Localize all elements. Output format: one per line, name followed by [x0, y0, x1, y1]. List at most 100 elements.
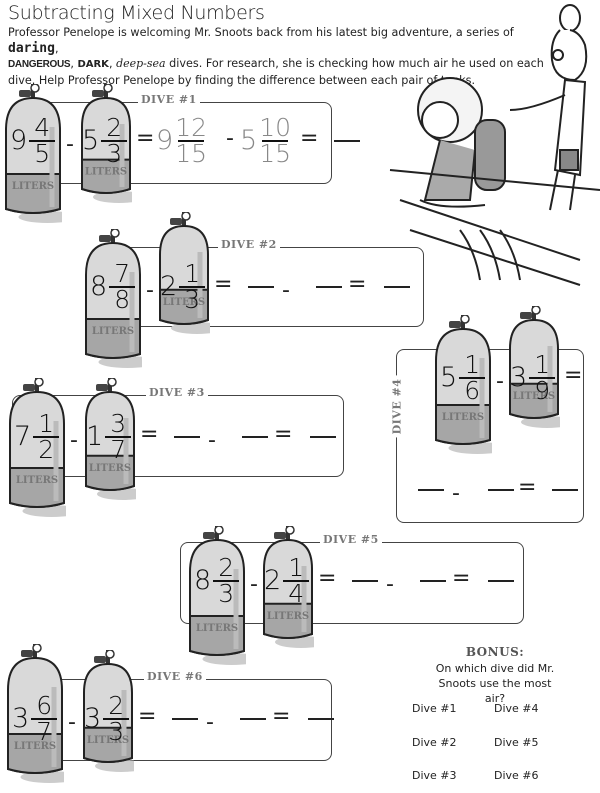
air-tank-a: LITERS	[6, 644, 64, 785]
air-tank-a: LITERS	[8, 378, 66, 519]
intro-paragraph: Professor Penelope is welcoming Mr. Snoo…	[8, 25, 548, 88]
answer-blank[interactable]	[172, 718, 198, 720]
fraction: 2 3	[103, 691, 130, 744]
fraction: 1 6	[459, 352, 486, 403]
minus-sign: -	[70, 428, 78, 453]
svg-text:LITERS: LITERS	[92, 326, 134, 337]
intro-text-2: dives. For research, she is checking how…	[8, 57, 544, 87]
bonus-title: BONUS:	[465, 645, 525, 659]
fraction-bar	[262, 140, 289, 142]
minus-sign: -	[68, 710, 76, 735]
answer-blank[interactable]	[488, 489, 514, 491]
answer-blank[interactable]	[420, 580, 446, 582]
minus-sign: -	[386, 572, 394, 597]
answer-blank[interactable]	[334, 140, 360, 142]
dive-label: DIVE #2	[218, 238, 280, 251]
numerator: 1	[534, 350, 551, 379]
answer-blank[interactable]	[418, 489, 444, 491]
equals-sign: =	[214, 272, 233, 297]
bonus-option-dive-2[interactable]: Dive #2	[412, 736, 457, 749]
denominator: 15	[259, 138, 291, 168]
numerator: 2	[218, 553, 235, 582]
air-tank-b: LITERS	[82, 650, 134, 774]
answer-blank[interactable]	[174, 436, 200, 438]
equals-sign: =	[272, 704, 291, 729]
answer-blank[interactable]	[488, 580, 514, 582]
whole-number: 7	[14, 421, 32, 453]
bonus-option-dive-4[interactable]: Dive #4	[494, 702, 539, 715]
separator: ,	[54, 41, 59, 55]
fraction: 6 7	[31, 691, 58, 744]
equals-sign: =	[140, 422, 159, 447]
numerator: 12	[175, 113, 207, 142]
minus-sign: -	[496, 369, 504, 394]
minus-sign: -	[66, 132, 74, 157]
fraction: 2 3	[213, 553, 240, 608]
equals-sign: =	[318, 566, 337, 591]
fraction: 12 15	[175, 113, 207, 166]
fraction-bar	[105, 436, 132, 438]
svg-text:LITERS: LITERS	[442, 412, 484, 423]
answer-blank[interactable]	[242, 436, 268, 438]
minus-sign: -	[282, 278, 290, 303]
bonus-option-dive-3[interactable]: Dive #3	[412, 769, 457, 782]
answer-blank[interactable]	[240, 718, 266, 720]
minus-sign: -	[146, 278, 154, 303]
air-tank-a: LITERS	[188, 526, 246, 667]
svg-text:LITERS: LITERS	[163, 297, 205, 308]
svg-text:LITERS: LITERS	[87, 735, 129, 746]
mixed-number-b: 1 3 7	[86, 411, 132, 464]
bonus-option-dive-1[interactable]: Dive #1	[412, 702, 457, 715]
answer-blank[interactable]	[552, 489, 578, 491]
mixed-number-a: 7 1 2	[14, 411, 60, 462]
whole-number: 9	[156, 125, 174, 157]
answer-blank[interactable]	[308, 718, 334, 720]
denominator: 7	[110, 434, 127, 464]
numerator: 1	[288, 553, 305, 582]
answer-blank[interactable]	[310, 436, 336, 438]
worked-mixed-a: 9 12 15	[156, 113, 207, 166]
equals-sign: =	[348, 272, 367, 297]
fraction-bar	[459, 377, 486, 379]
fraction: 3 7	[105, 411, 132, 464]
equals-sign: =	[300, 126, 319, 151]
fraction: 1 9	[529, 350, 556, 405]
fraction: 1 4	[283, 553, 310, 606]
mixed-number-a: 8 7 8	[90, 259, 136, 312]
svg-text:LITERS: LITERS	[14, 741, 56, 752]
bonus-option-dive-5[interactable]: Dive #5	[494, 736, 539, 749]
numerator: 2	[106, 113, 123, 142]
air-tank-b: LITERS	[80, 84, 132, 205]
separator: ,	[108, 57, 117, 70]
answer-blank[interactable]	[352, 580, 378, 582]
bonus-option-dive-6[interactable]: Dive #6	[494, 769, 539, 782]
whole-number: 2	[160, 271, 178, 303]
numerator: 2	[108, 691, 125, 720]
mixed-number-a: 5 1 6	[440, 352, 486, 403]
minus-sign: -	[250, 572, 258, 597]
whole-number: 3	[84, 703, 102, 735]
svg-text:LITERS: LITERS	[85, 167, 127, 178]
numerator: 7	[114, 259, 131, 288]
equals-sign: =	[138, 704, 157, 729]
denominator: 3	[184, 284, 201, 314]
dive-label: DIVE #4	[390, 375, 404, 438]
svg-text:LITERS: LITERS	[267, 611, 309, 622]
fraction-bar	[283, 580, 310, 582]
denominator: 9	[534, 375, 551, 405]
answer-blank[interactable]	[316, 286, 342, 288]
bonus-section: BONUS: On which dive did Mr. Snoots use …	[395, 645, 595, 706]
whole-number: 8	[194, 565, 212, 597]
answer-blank[interactable]	[384, 286, 410, 288]
mixed-number-b: 3 1 9	[510, 350, 556, 405]
whole-number: 3	[12, 703, 30, 735]
numerator: 6	[36, 691, 53, 720]
whole-number: 9	[10, 125, 28, 157]
svg-text:LITERS: LITERS	[16, 475, 58, 486]
fraction-bar	[103, 718, 130, 720]
whole-number: 2	[264, 565, 282, 597]
denominator: 3	[218, 578, 235, 608]
minus-sign: -	[206, 710, 214, 735]
worked-mixed-b: 5 10 15	[240, 115, 291, 168]
answer-blank[interactable]	[248, 286, 274, 288]
